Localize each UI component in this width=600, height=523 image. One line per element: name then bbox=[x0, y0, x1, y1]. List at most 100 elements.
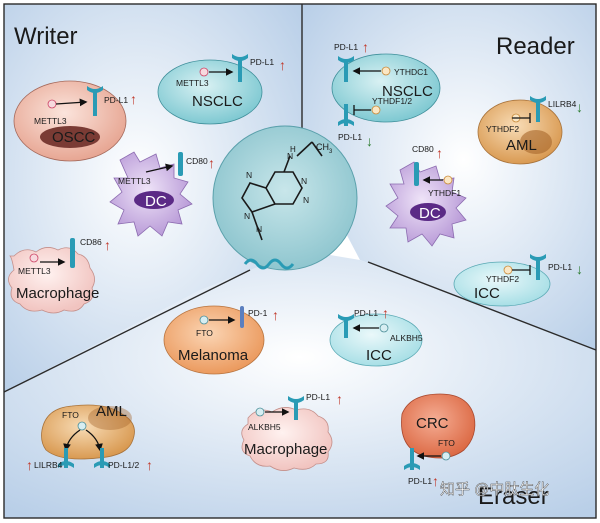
receptor-icon bbox=[87, 86, 103, 116]
reader-nsclc-label: NSCLC bbox=[382, 83, 433, 100]
up-arrow-icon: ↑ bbox=[279, 57, 286, 73]
reader-dc-label: DC bbox=[419, 205, 441, 222]
up-arrow-icon: ↑ bbox=[208, 155, 215, 171]
eraser-dot bbox=[255, 407, 265, 417]
eraser-aml-target2: PD-L1/2 bbox=[108, 460, 139, 470]
receptor-icon bbox=[240, 306, 244, 328]
up-arrow-icon: ↑ bbox=[104, 237, 111, 253]
svg-text:N: N bbox=[246, 170, 252, 180]
methyl-label: CH3 bbox=[316, 142, 333, 155]
eraser-title: Eraser bbox=[478, 483, 549, 510]
eraser-aml-label: AML bbox=[96, 403, 127, 420]
dc-label: DC bbox=[145, 193, 167, 210]
up-arrow-icon: ↑ bbox=[272, 307, 279, 323]
reader-dot bbox=[503, 265, 513, 275]
reader-nsclc-reader1: YTHDC1 bbox=[394, 67, 428, 77]
enzyme-dot bbox=[199, 67, 209, 77]
eraser-macrophage-target: PD-L1 bbox=[306, 392, 330, 402]
reader-icc-cell: ICC YTHDF2 PD-L1 ↓ bbox=[453, 254, 583, 307]
melanoma-enzyme: FTO bbox=[196, 328, 213, 338]
reader-nsclc-reader2: YTHDF1/2 bbox=[372, 96, 412, 106]
receptor-icon bbox=[338, 104, 354, 126]
receptor-icon bbox=[530, 96, 546, 122]
central-m6a-circle: N N N N N N H CH3 bbox=[212, 125, 358, 271]
eraser-crc-cell: CRC FTO PD-L1 ↑ bbox=[401, 393, 476, 489]
eraser-dot bbox=[199, 315, 209, 325]
eraser-macrophage-label: Macrophage bbox=[244, 441, 327, 458]
reader-dc-reader: YTHDF1 bbox=[428, 188, 461, 198]
eraser-icc-cell: ICC PD-L1 ↑ ALKBH5 bbox=[329, 305, 423, 367]
crc-target: PD-L1 bbox=[408, 476, 432, 486]
oscc-target-label: PD-L1 bbox=[104, 95, 128, 105]
receptor-icon bbox=[338, 56, 354, 82]
reader-dot bbox=[371, 105, 381, 115]
svg-text:N: N bbox=[256, 224, 262, 234]
reader-aml-target: LILRB4 bbox=[548, 99, 577, 109]
dc-enzyme-label: METTL3 bbox=[118, 176, 151, 186]
reader-dc-cell: DC CD80 ↑ YTHDF1 bbox=[385, 144, 467, 247]
receptor-icon bbox=[288, 396, 304, 420]
reader-icc-reader: YTHDF2 bbox=[486, 274, 519, 284]
crc-enzyme: FTO bbox=[438, 438, 455, 448]
receptor-icon bbox=[414, 162, 419, 186]
eraser-icc-target: PD-L1 bbox=[354, 308, 378, 318]
watermark: 知乎 @中肽生化 bbox=[440, 481, 549, 498]
receptor-icon bbox=[58, 448, 110, 468]
reader-dot bbox=[443, 175, 453, 185]
eraser-dot bbox=[77, 421, 87, 431]
enzyme-dot bbox=[47, 99, 57, 109]
eraser-melanoma-cell: Melanoma FTO PD-1 ↑ bbox=[163, 305, 279, 375]
reader-title: Reader bbox=[496, 33, 575, 60]
nsclc-label: NSCLC bbox=[192, 93, 243, 110]
reader-nsclc-target2-label: PD-L1 bbox=[338, 132, 362, 142]
receptor-icon bbox=[70, 238, 75, 268]
up-arrow-icon: ↑ bbox=[432, 473, 439, 489]
receptor-icon bbox=[178, 152, 183, 176]
reader-aml-reader: YTHDF2 bbox=[486, 124, 519, 134]
down-arrow-icon: ↓ bbox=[576, 261, 583, 277]
reader-aml-cell: AML YTHDF2 LILRB4 ↓ bbox=[477, 96, 583, 165]
svg-text:N: N bbox=[301, 176, 307, 186]
svg-text:N: N bbox=[244, 211, 250, 221]
reader-nsclc-cell: NSCLC PD-L1 ↑ YTHDC1 YTHDF1/2 PD-L1 ↓ bbox=[331, 39, 441, 149]
up-arrow-icon: ↑ bbox=[362, 39, 369, 55]
rna-strand bbox=[243, 258, 295, 270]
nsclc-target-label: PD-L1 bbox=[250, 57, 274, 67]
reader-icc-target: PD-L1 bbox=[548, 262, 572, 272]
eraser-icc-label: ICC bbox=[366, 347, 392, 364]
enzyme-dot bbox=[29, 253, 39, 263]
writer-nsclc-cell: NSCLC METTL3 PD-L1 ↑ bbox=[157, 54, 286, 125]
eraser-macrophage-enzyme: ALKBH5 bbox=[248, 422, 281, 432]
writer-oscc-cell: OSCC METTL3 PD-L1 ↑ bbox=[13, 80, 137, 162]
macrophage-target-label: CD86 bbox=[80, 237, 102, 247]
eraser-icc-enzyme: ALKBH5 bbox=[390, 333, 423, 343]
receptor-icon bbox=[338, 314, 354, 338]
writer-title: Writer bbox=[14, 23, 78, 50]
eraser-aml-target1: LILRB4 bbox=[34, 460, 63, 470]
nsclc-enzyme-label: METTL3 bbox=[176, 78, 209, 88]
up-arrow-icon: ↑ bbox=[130, 91, 137, 107]
receptor-icon bbox=[404, 448, 420, 470]
oscc-enzyme-label: METTL3 bbox=[34, 116, 67, 126]
svg-text:N: N bbox=[303, 195, 309, 205]
macrophage-enzyme-label: METTL3 bbox=[18, 266, 51, 276]
up-arrow-icon: ↑ bbox=[336, 391, 343, 407]
eraser-dot bbox=[441, 451, 451, 461]
up-arrow-icon: ↑ bbox=[146, 457, 153, 473]
dc-target-label: CD80 bbox=[186, 156, 208, 166]
up-arrow-icon: ↑ bbox=[382, 305, 389, 321]
eraser-aml-cell: AML FTO ↑ LILRB4 PD-L1/2 ↑ bbox=[26, 403, 153, 473]
reader-dc-target: CD80 bbox=[412, 144, 434, 154]
oscc-label: OSCC bbox=[52, 129, 96, 146]
writer-dc-cell: DC METTL3 CD80 ↑ bbox=[109, 151, 215, 237]
reader-icc-label: ICC bbox=[474, 285, 500, 302]
reader-dot bbox=[381, 66, 391, 76]
svg-text:H: H bbox=[290, 145, 296, 154]
adenine-structure bbox=[241, 141, 323, 241]
melanoma-target: PD-1 bbox=[248, 308, 268, 318]
up-arrow-icon: ↑ bbox=[436, 145, 443, 161]
reader-aml-label: AML bbox=[506, 137, 537, 154]
eraser-dot bbox=[379, 323, 389, 333]
down-arrow-icon: ↓ bbox=[576, 99, 583, 115]
eraser-macrophage-cell: Macrophage ALKBH5 PD-L1 ↑ bbox=[241, 391, 343, 471]
